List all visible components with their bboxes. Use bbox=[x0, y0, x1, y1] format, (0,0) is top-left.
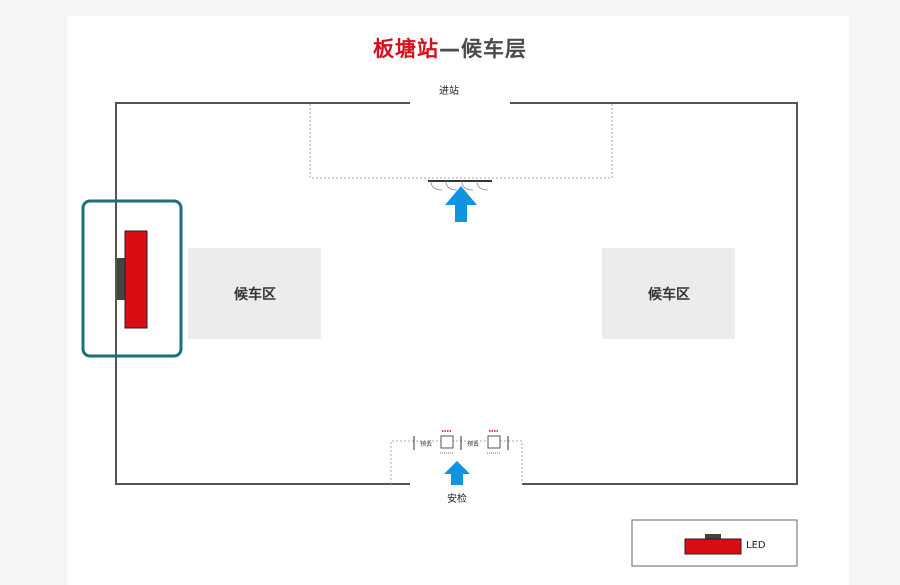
security-arrow-icon bbox=[444, 461, 470, 485]
security-gate-label-1: 预丢 bbox=[420, 441, 433, 448]
entrance-label: 进站 bbox=[439, 86, 459, 97]
entrance-dashed-zone bbox=[309, 104, 613, 179]
title-level: —候车层 bbox=[439, 37, 527, 61]
wall-top-right bbox=[510, 102, 798, 485]
security-devices bbox=[413, 430, 509, 454]
waiting-area-left-label: 候车区 bbox=[234, 287, 276, 303]
legend-led-mount bbox=[705, 534, 721, 539]
gate-swing-2 bbox=[445, 180, 458, 191]
outer-walls bbox=[115, 102, 798, 485]
legend-led-label: LED bbox=[746, 540, 766, 551]
title-station: 板塘站 bbox=[373, 37, 439, 61]
waiting-area-right-label: 候车区 bbox=[648, 287, 690, 303]
led-screen bbox=[124, 230, 148, 329]
entrance-gates bbox=[428, 180, 492, 191]
gate-swing-4 bbox=[476, 180, 489, 191]
gate-swing-3 bbox=[461, 180, 474, 191]
waiting-area-right bbox=[602, 248, 735, 339]
security-label: 安检 bbox=[447, 494, 467, 505]
wall-top-left bbox=[115, 102, 410, 485]
page-title: 板塘站—候车层 bbox=[0, 33, 900, 63]
scanner-2 bbox=[487, 435, 501, 449]
waiting-area-left bbox=[188, 248, 321, 339]
legend-led-swatch bbox=[684, 538, 742, 555]
security-dashed-zone bbox=[390, 440, 523, 484]
led-mount bbox=[117, 258, 125, 300]
security-gate-label-2: 预丢 bbox=[467, 441, 480, 448]
entrance-arrow-icon bbox=[445, 186, 477, 222]
gate-swing-1 bbox=[430, 180, 443, 191]
led-highlight-box bbox=[81, 199, 183, 358]
scanner-1 bbox=[440, 435, 454, 449]
